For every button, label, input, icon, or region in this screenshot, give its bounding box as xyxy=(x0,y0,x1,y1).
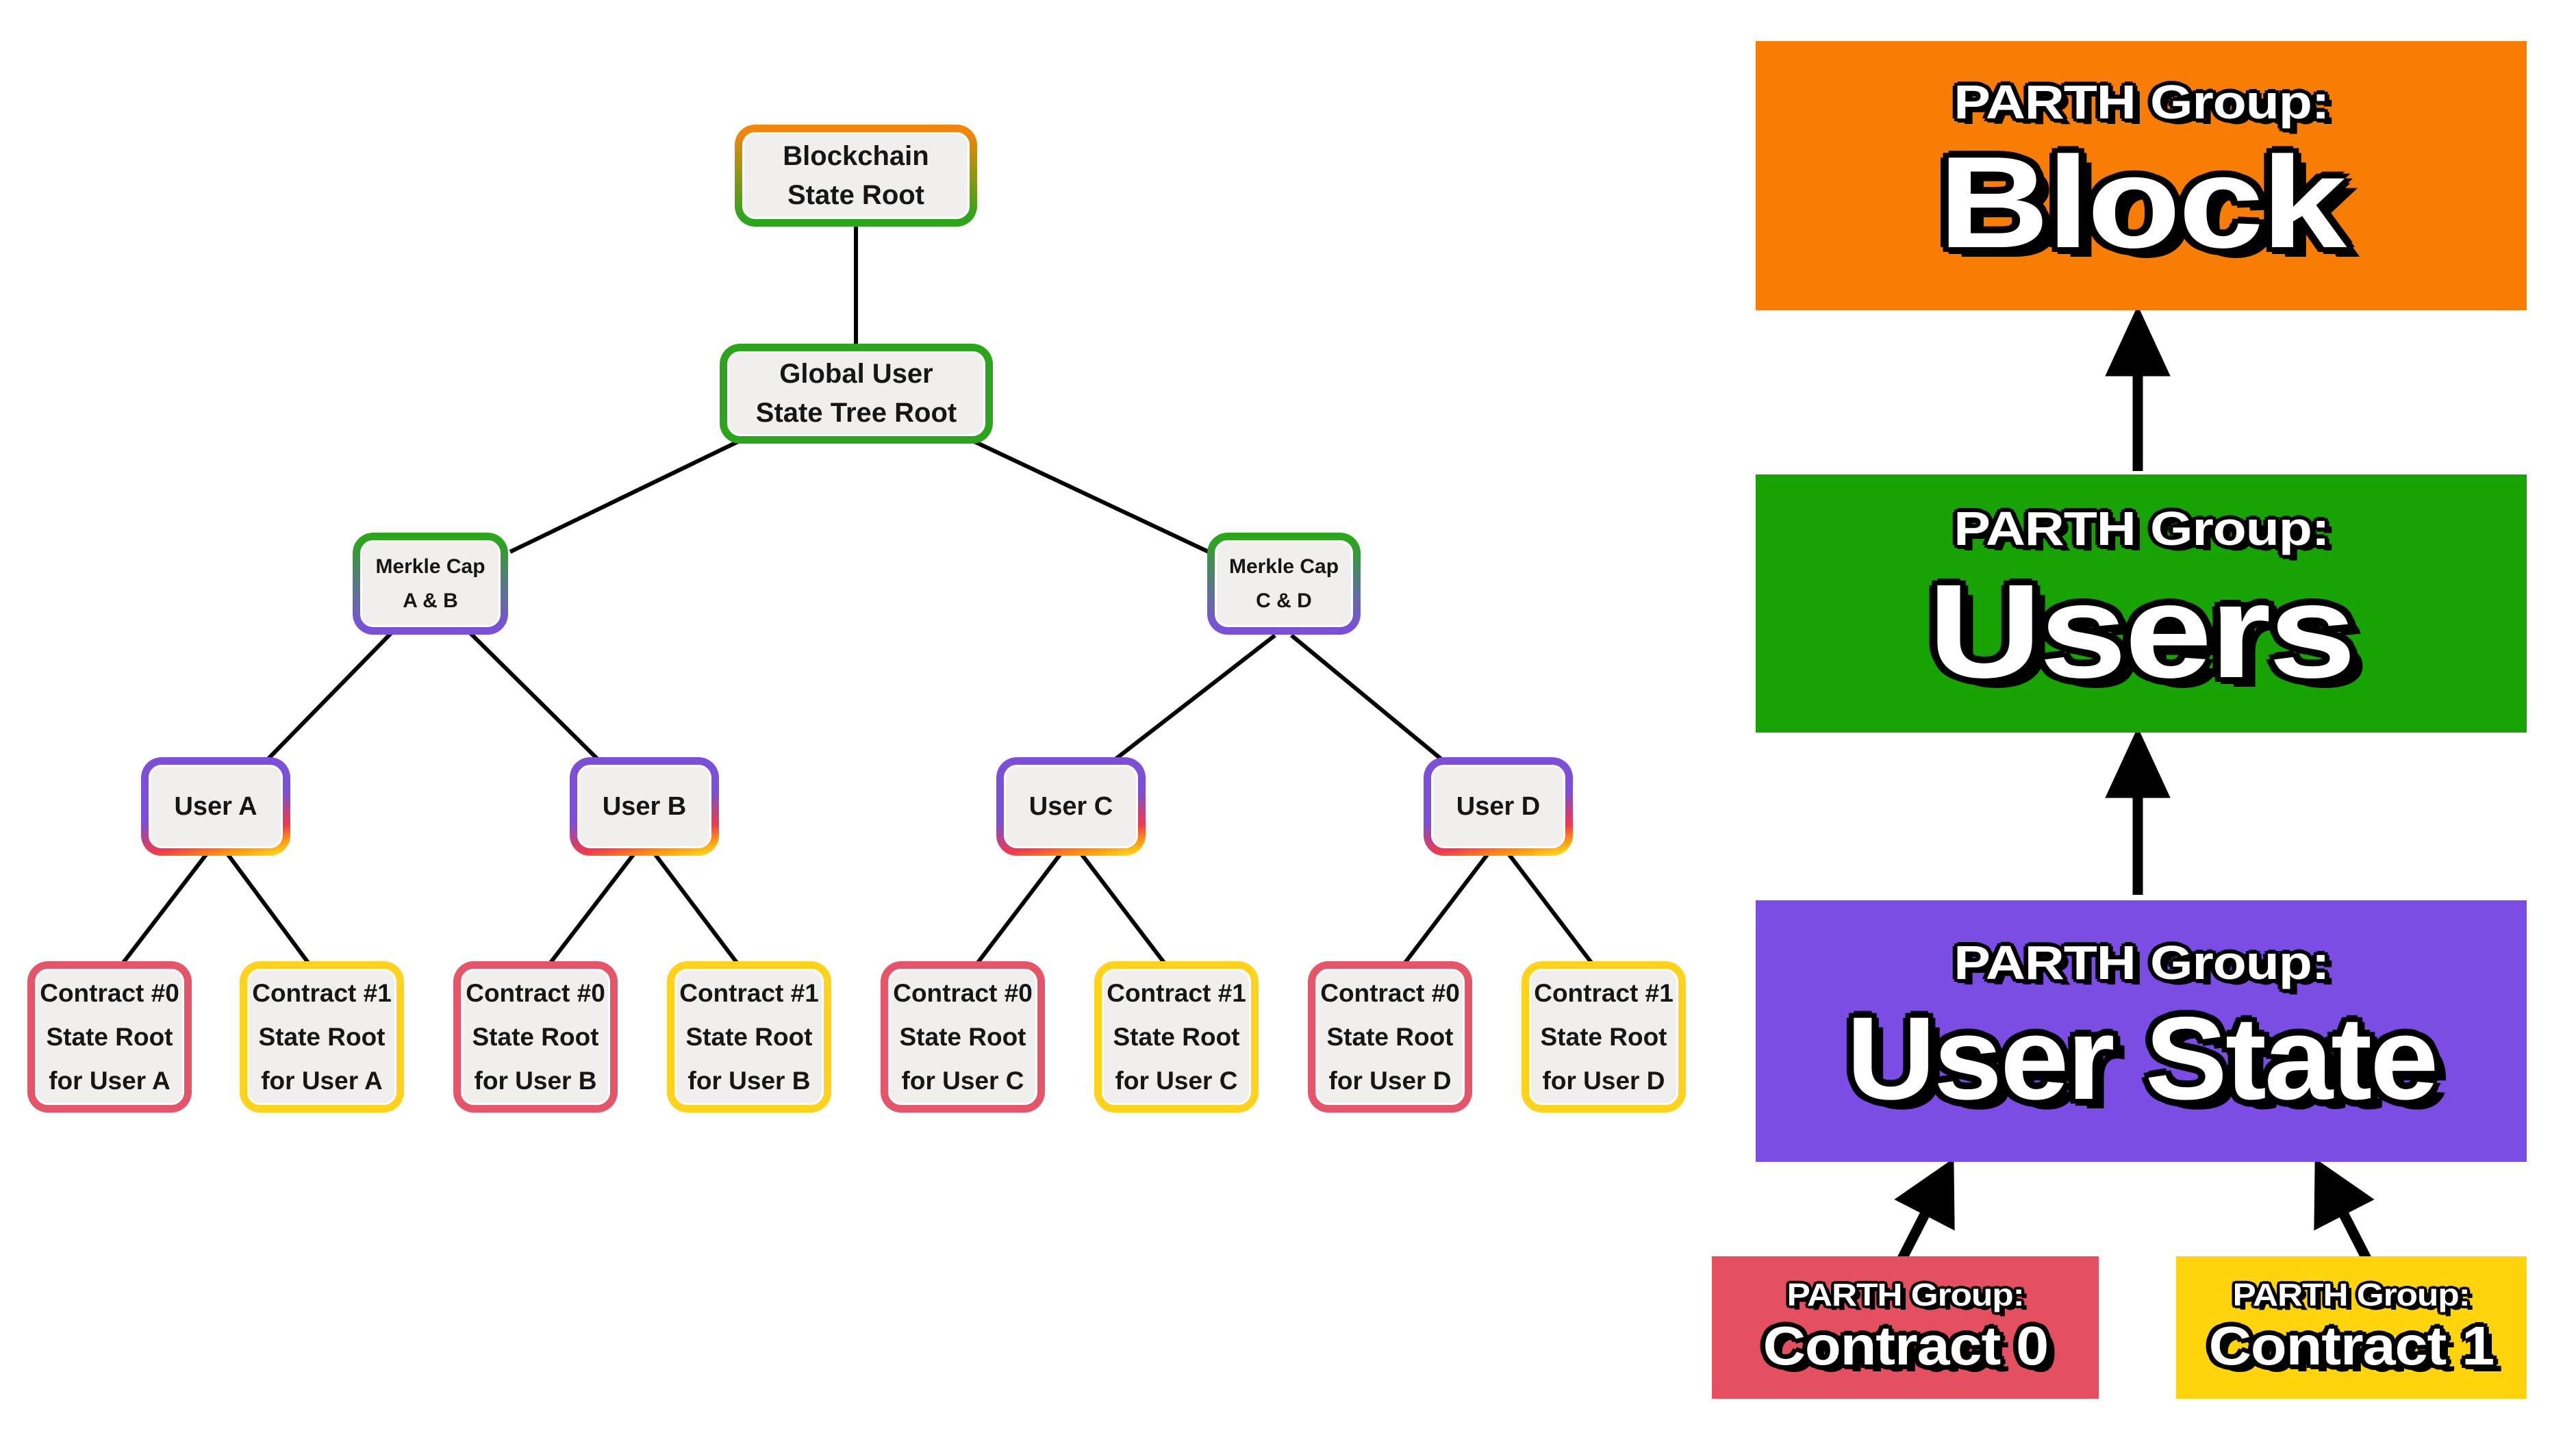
user-d-node: User D xyxy=(1424,757,1573,856)
merkle-cap-cd-line1: Merkle Cap xyxy=(1228,555,1339,578)
contract0-user-b-line1: Contract #0 xyxy=(466,978,605,1007)
contract0-user-c-line3: for User C xyxy=(901,1066,1024,1095)
blockchain-state-root-line1: Blockchain xyxy=(783,140,929,171)
contract0-user-a-line2: State Root xyxy=(46,1022,173,1051)
user-b-label: User B xyxy=(602,792,687,821)
arrow-contract0-to-userstate-head xyxy=(1894,1158,1955,1231)
contract0-user-b-line2: State Root xyxy=(472,1022,599,1051)
contract1-user-a-node: Contract #1 State Root for User A xyxy=(240,961,404,1113)
parth-group-users-prefix: PARTH Group: xyxy=(1953,501,2329,555)
edge-user-d-to-contract0 xyxy=(1403,852,1490,964)
contract0-user-a-line3: for User A xyxy=(49,1066,171,1095)
user-d-label: User D xyxy=(1456,792,1541,821)
contract1-user-b-line2: State Root xyxy=(685,1022,813,1051)
arrow-contract1-to-userstate-shaft xyxy=(2337,1208,2374,1267)
parth-group-block-name: Block xyxy=(1938,130,2347,275)
arrow-users-to-block-head xyxy=(2105,305,2171,377)
tree-edge-lines xyxy=(121,227,1593,964)
parth-group-user-state-name: User State xyxy=(1846,993,2438,1124)
edge-global-to-merkle-cd xyxy=(973,440,1210,554)
legend-arrows xyxy=(1894,305,2375,1267)
contract1-user-c-line3: for User C xyxy=(1115,1066,1238,1095)
edge-merkle-cd-to-user-c xyxy=(1115,633,1276,761)
merkle-cap-ab-line2: A & B xyxy=(403,589,458,612)
contract1-user-d-line3: for User D xyxy=(1542,1066,1665,1095)
parth-group-contract0-name: Contract 0 xyxy=(1763,1315,2049,1376)
contract1-user-b-node: Contract #1 State Root for User B xyxy=(667,961,831,1113)
contract0-user-d-line2: State Root xyxy=(1326,1022,1454,1051)
parth-group-contract1-box: PARTH Group: Contract 1 xyxy=(2176,1256,2527,1399)
merkle-cap-cd-line2: C & D xyxy=(1256,589,1312,612)
user-a-node: User A xyxy=(141,757,290,856)
arrow-contract1-to-userstate-head xyxy=(2314,1158,2375,1231)
parth-group-contract1-prefix: PARTH Group: xyxy=(2232,1277,2471,1312)
parth-group-block-box: PARTH Group: Block xyxy=(1756,41,2527,310)
parth-group-contract0-box: PARTH Group: Contract 0 xyxy=(1712,1256,2099,1399)
parth-group-contract1-name: Contract 1 xyxy=(2208,1315,2495,1376)
blockchain-state-root-line2: State Root xyxy=(787,179,924,210)
contract1-user-b-line3: for User B xyxy=(687,1066,811,1095)
edge-user-d-to-contract1 xyxy=(1506,852,1593,964)
contract0-user-d-node: Contract #0 State Root for User D xyxy=(1308,961,1472,1113)
merkle-cap-ab-line1: Merkle Cap xyxy=(375,555,485,578)
arrow-userstate-to-users-head xyxy=(2105,727,2171,798)
contract0-user-b-node: Contract #0 State Root for User B xyxy=(453,961,618,1113)
contract0-user-d-line3: for User D xyxy=(1328,1066,1452,1095)
user-a-label: User A xyxy=(174,792,257,821)
contract1-user-b-line1: Contract #1 xyxy=(679,978,819,1007)
contract0-user-c-line2: State Root xyxy=(899,1022,1026,1051)
contract0-user-c-node: Contract #0 State Root for User C xyxy=(881,961,1045,1113)
contract0-user-a-line1: Contract #0 xyxy=(40,978,179,1007)
edge-merkle-ab-to-user-b xyxy=(468,631,599,761)
edge-user-b-to-contract0 xyxy=(548,852,636,964)
edge-user-a-to-contract1 xyxy=(225,852,310,964)
contract0-user-b-line3: for User B xyxy=(474,1066,597,1095)
contract1-user-d-line1: Contract #1 xyxy=(1534,978,1674,1007)
contract1-user-c-node: Contract #1 State Root for User C xyxy=(1094,961,1259,1113)
edge-global-to-merkle-ab xyxy=(509,440,740,554)
contract1-user-a-line1: Contract #1 xyxy=(252,978,392,1007)
contract0-user-d-line1: Contract #0 xyxy=(1320,978,1460,1007)
parth-group-users-name: Users xyxy=(1928,556,2356,706)
parth-group-user-state-prefix: PARTH Group: xyxy=(1953,936,2329,989)
global-root-line1: Global User xyxy=(779,359,933,389)
merkle-cap-cd-node: Merkle Cap C & D xyxy=(1207,533,1361,635)
edge-merkle-cd-to-user-d xyxy=(1290,633,1442,761)
edge-user-b-to-contract1 xyxy=(653,852,739,964)
edge-merkle-ab-to-user-a xyxy=(266,631,394,761)
contract1-user-a-line2: State Root xyxy=(258,1022,386,1051)
user-c-label: User C xyxy=(1028,792,1113,821)
parth-group-contract0-prefix: PARTH Group: xyxy=(1786,1277,2024,1312)
edge-user-c-to-contract0 xyxy=(976,852,1063,964)
global-user-state-tree-root-node: Global User State Tree Root xyxy=(720,344,993,444)
user-c-node: User C xyxy=(996,757,1146,856)
contract1-user-d-node: Contract #1 State Root for User D xyxy=(1521,961,1686,1113)
contract1-user-d-line2: State Root xyxy=(1540,1022,1667,1051)
edge-user-c-to-contract1 xyxy=(1079,852,1166,964)
user-b-node: User B xyxy=(570,757,719,856)
edge-user-a-to-contract0 xyxy=(121,852,209,964)
contract0-user-a-node: Contract #0 State Root for User A xyxy=(27,961,192,1113)
contract1-user-c-line2: State Root xyxy=(1113,1022,1240,1051)
merkle-cap-ab-node: Merkle Cap A & B xyxy=(353,533,508,635)
global-root-line2: State Tree Root xyxy=(755,398,957,428)
contract1-user-a-line3: for User A xyxy=(261,1066,383,1095)
parth-group-users-box: PARTH Group: Users xyxy=(1756,474,2527,733)
parth-group-user-state-box: PARTH Group: User State xyxy=(1756,900,2527,1162)
blockchain-state-root-node: Blockchain State Root xyxy=(735,125,977,227)
contract1-user-c-line1: Contract #1 xyxy=(1107,978,1246,1007)
contract0-user-c-line1: Contract #0 xyxy=(893,978,1033,1007)
parth-group-block-prefix: PARTH Group: xyxy=(1953,75,2329,129)
